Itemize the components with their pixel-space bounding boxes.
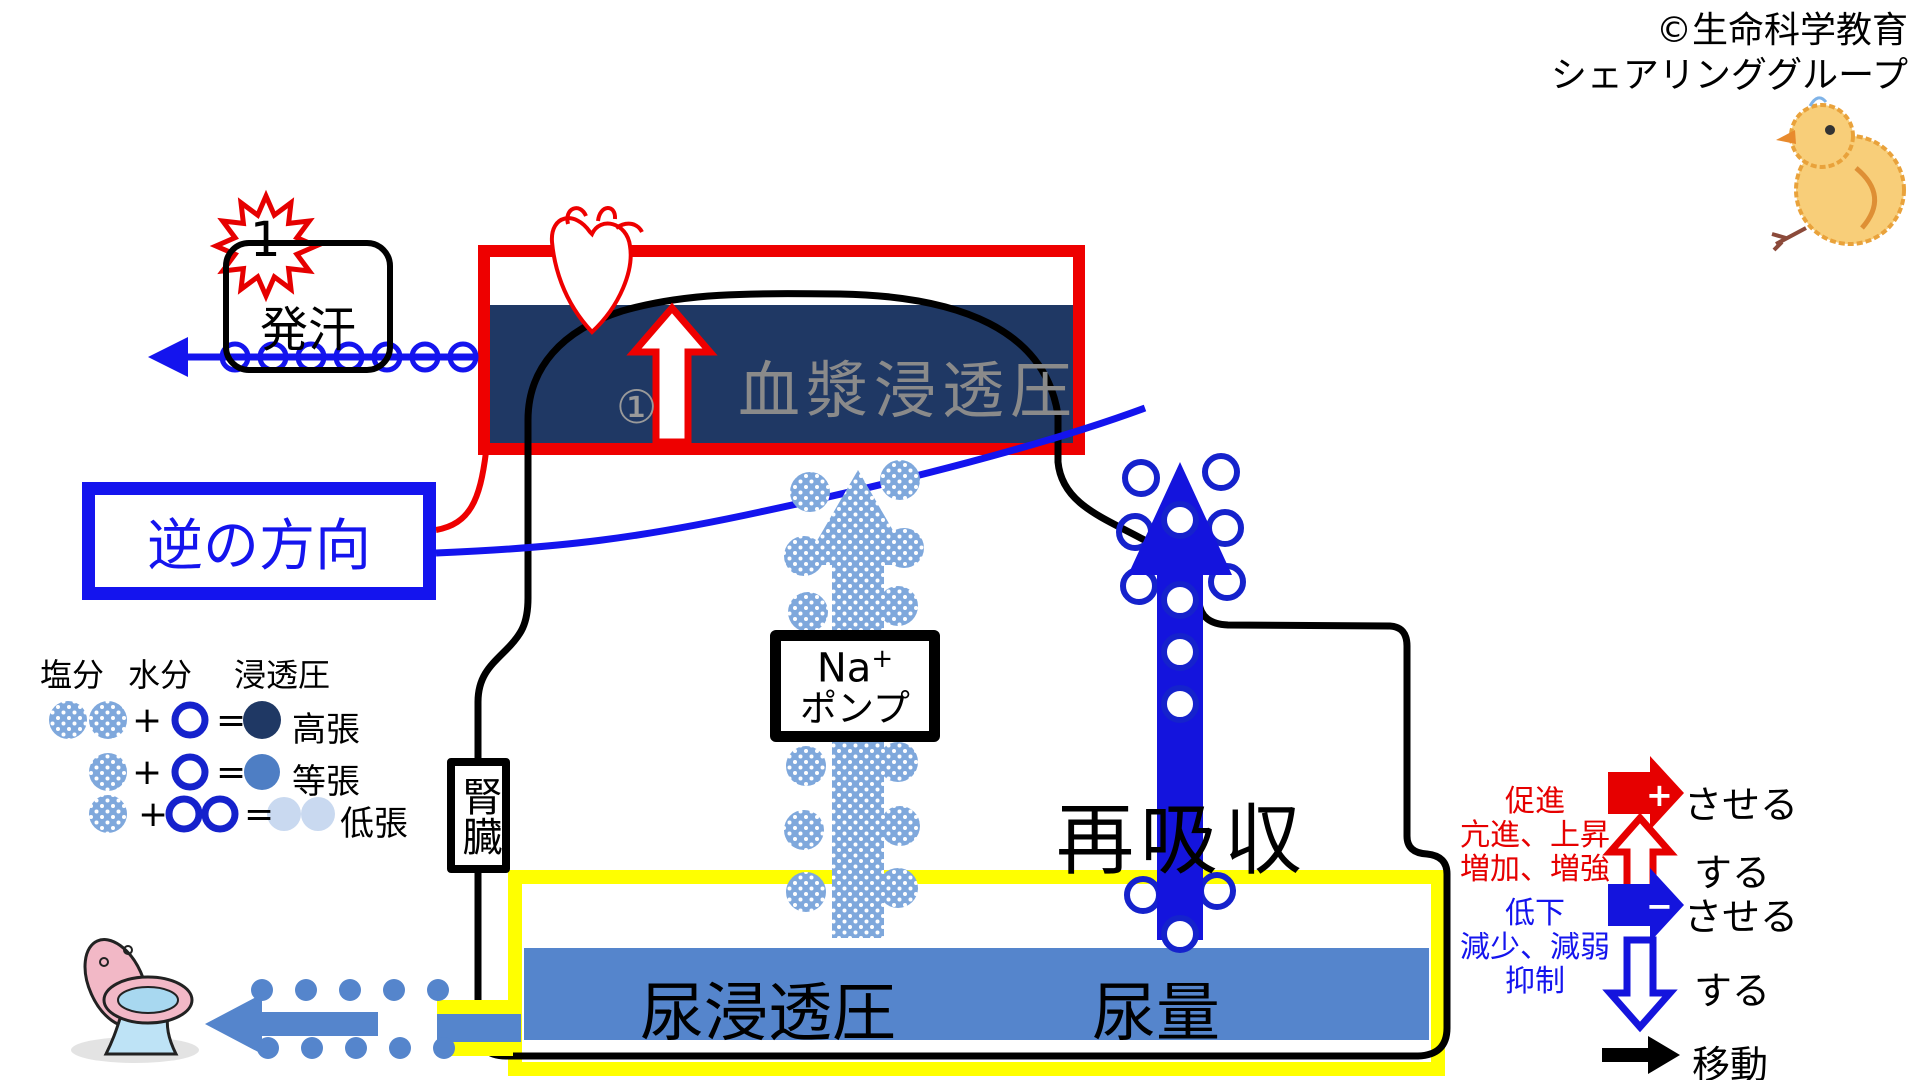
legend-decrease-arrow: [1608, 868, 1684, 942]
legend-row-hypertonic: 高張: [292, 710, 360, 750]
plasma-step-number: ①: [616, 380, 658, 434]
legend-row-isotonic: 等張: [292, 762, 360, 802]
urine-blue-band: [524, 948, 1429, 1040]
increase-do-label: する: [1694, 851, 1771, 895]
increase-arrow-sign: +: [1646, 776, 1673, 814]
legend-plus-1: +: [132, 700, 163, 741]
decrease-cause-label: させる: [1684, 895, 1799, 939]
increase-line1: 促進: [1505, 784, 1565, 819]
na-charge: +: [871, 644, 894, 674]
heart-icon: [549, 206, 644, 335]
legend-increase-arrow: [1608, 756, 1684, 830]
reverse-direction-label: 逆の方向: [147, 513, 371, 579]
kidney-label-box: 腎臓: [447, 758, 510, 873]
blue-connector-curve: [435, 404, 1147, 557]
increase-cause-label: させる: [1684, 783, 1799, 827]
sweat-label: 発汗: [259, 302, 356, 358]
chick-illustration: [1771, 96, 1906, 252]
star-badge-number: 1: [250, 212, 281, 268]
legend-row-hypotonic: 低張: [340, 804, 408, 844]
na-symbol: Na: [816, 645, 872, 692]
legend-col-water: 水分: [128, 656, 193, 694]
na-pump-box: Na+ ポンプ: [770, 630, 940, 742]
copyright-line2: シェアリンググループ: [1550, 55, 1908, 96]
tonicity-legend-symbols: [49, 701, 335, 833]
reverse-direction-box: 逆の方向: [82, 482, 436, 600]
reabsorption-label: 再吸収: [1056, 796, 1309, 886]
legend-plus-2: +: [132, 752, 163, 793]
legend-plus-3: +: [138, 794, 169, 835]
water-reabsorption-column: [1116, 453, 1246, 953]
na-pump-word: ポンプ: [800, 687, 910, 731]
decrease-line3: 抑制: [1505, 964, 1565, 999]
plasma-up-arrow: [626, 302, 718, 446]
copyright-line1: ©生命科学教育: [1655, 10, 1908, 51]
kidney-label: 腎臓: [455, 775, 502, 856]
decrease-line2: 減少、減弱: [1460, 930, 1610, 965]
sweat-box: 発汗: [223, 240, 393, 373]
red-connector-curve: [435, 451, 489, 533]
body-contour-line: [474, 290, 1451, 1060]
copyright: ©生命科学教育 シェアリンググループ: [1490, 8, 1908, 98]
increase-line3: 増加、増強: [1460, 852, 1610, 887]
legend-equals-2: =: [216, 752, 247, 793]
urine-excretion-arrow: [205, 979, 455, 1059]
legend-equals-1: =: [216, 700, 247, 741]
toilet-icon: [71, 938, 199, 1063]
decrease-arrow-sign: −: [1646, 887, 1673, 925]
plasma-label: 血漿浸透圧: [738, 354, 1079, 427]
urine-volume-label: 尿量: [1092, 977, 1220, 1051]
legend-col-osmo: 浸透圧: [234, 656, 331, 694]
decrease-do-label: する: [1694, 969, 1771, 1013]
move-label: 移動: [1692, 1043, 1769, 1080]
urine-osmotic-label: 尿浸透圧: [640, 977, 896, 1051]
urine-outlet-stub: [437, 1000, 521, 1056]
increase-line2: 亢進、上昇: [1460, 818, 1610, 853]
legend-equals-3: =: [244, 794, 275, 835]
legend-move-arrow: [1602, 1036, 1680, 1074]
star-badge: [209, 189, 323, 303]
legend-decrease-hollow-arrow: [1602, 936, 1678, 1033]
legend-col-salt: 塩分: [40, 656, 105, 694]
decrease-line1: 低下: [1505, 896, 1565, 931]
